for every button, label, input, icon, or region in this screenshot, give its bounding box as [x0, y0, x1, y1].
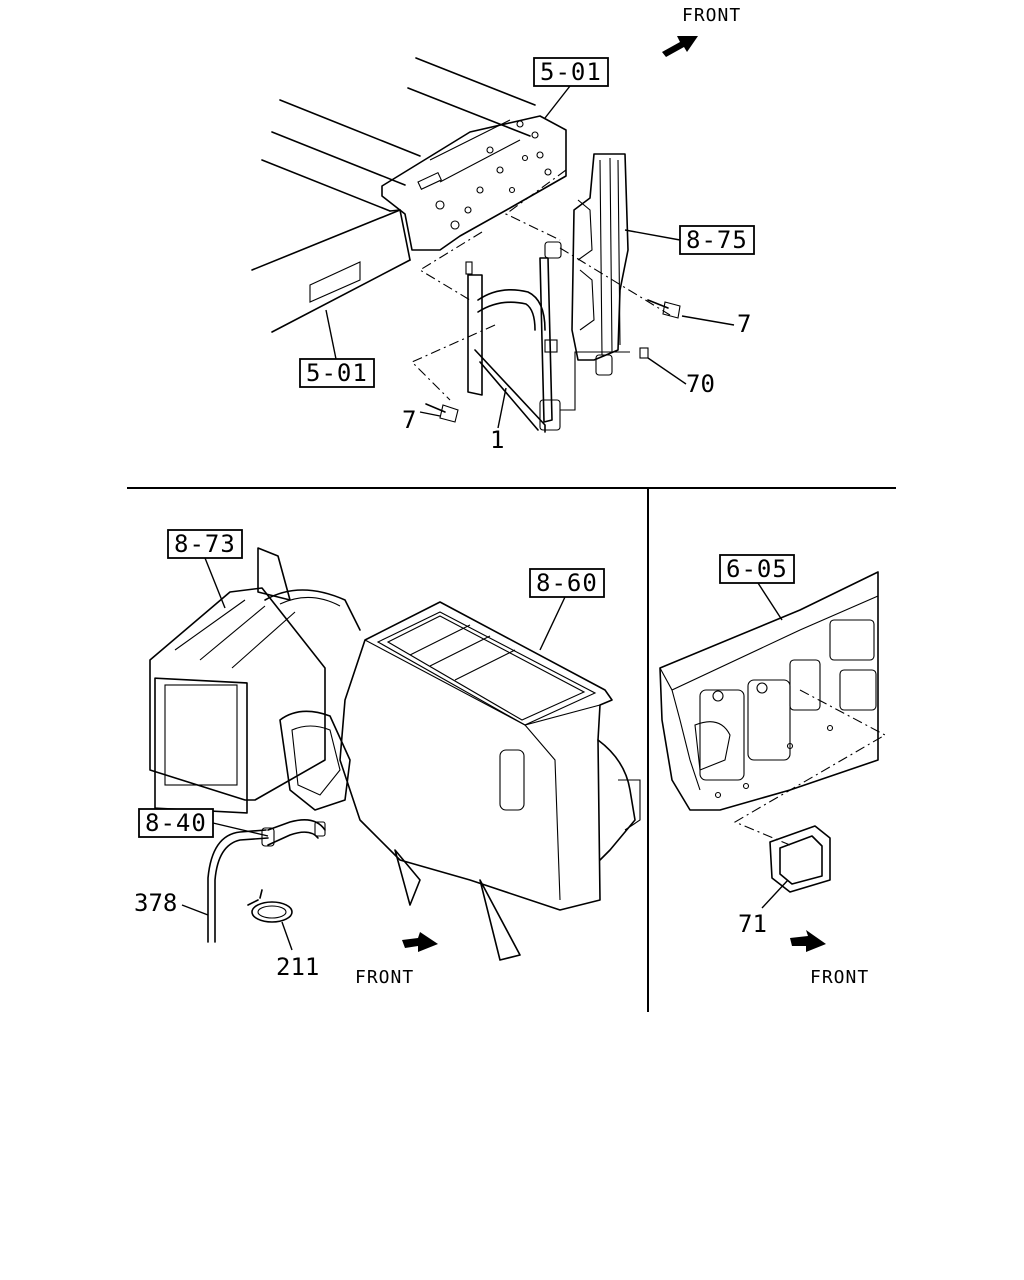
bolt-icon: [647, 299, 681, 319]
blower-unit: [149, 547, 361, 814]
svg-text:8-60: 8-60: [536, 569, 598, 597]
ref-box-condenser: 8-75: [679, 225, 755, 255]
svg-text:6-05: 6-05: [726, 555, 788, 583]
ref-box-frame-upper: 5-01: [533, 57, 609, 87]
callout-pipe: 1: [490, 426, 504, 454]
heater-unit: [279, 601, 641, 961]
svg-text:8-40: 8-40: [145, 809, 207, 837]
hose-clip: [247, 889, 293, 923]
front-arrow-icon: [662, 36, 698, 57]
grommet-seal: [769, 825, 831, 893]
bolt-icon: [425, 403, 459, 423]
front-label-bottom-left: FRONT: [355, 967, 414, 988]
front-label-bottom-right: FRONT: [810, 967, 869, 988]
svg-text:8-75: 8-75: [686, 226, 748, 254]
callout-seal: 71: [738, 910, 767, 938]
front-label-top: FRONT: [682, 5, 741, 26]
frame-rail: [251, 57, 567, 333]
condenser: [571, 153, 629, 376]
svg-text:8-73: 8-73: [174, 530, 236, 558]
front-arrow-icon: [402, 932, 438, 952]
callout-clip: 211: [276, 953, 319, 981]
top-panel: FRONT: [251, 5, 755, 454]
ref-box-drain-joint: 8-40: [138, 808, 214, 838]
callout-drain-hose: 378: [134, 889, 177, 917]
callout-bolt-left: 7: [402, 406, 416, 434]
ref-box-blower-unit: 8-73: [167, 529, 243, 559]
ref-box-heater-unit: 8-60: [529, 568, 605, 598]
bottom-right-panel: FRONT 6-05 71: [659, 554, 887, 988]
callout-bolt-right: 7: [737, 310, 751, 338]
dash-panel: [659, 571, 879, 811]
front-arrow-icon: [790, 930, 826, 952]
ref-box-dash-panel: 6-05: [719, 554, 795, 584]
ref-box-frame-lower: 5-01: [299, 358, 375, 388]
svg-text:5-01: 5-01: [306, 359, 368, 387]
callout-nut: 70: [686, 370, 715, 398]
drain-hose: [207, 819, 326, 943]
drier-pipe-assembly: [465, 241, 649, 433]
bottom-left-panel: FRONT 8-73 8-60 8-40 378 211: [134, 529, 641, 988]
svg-text:5-01: 5-01: [540, 58, 602, 86]
